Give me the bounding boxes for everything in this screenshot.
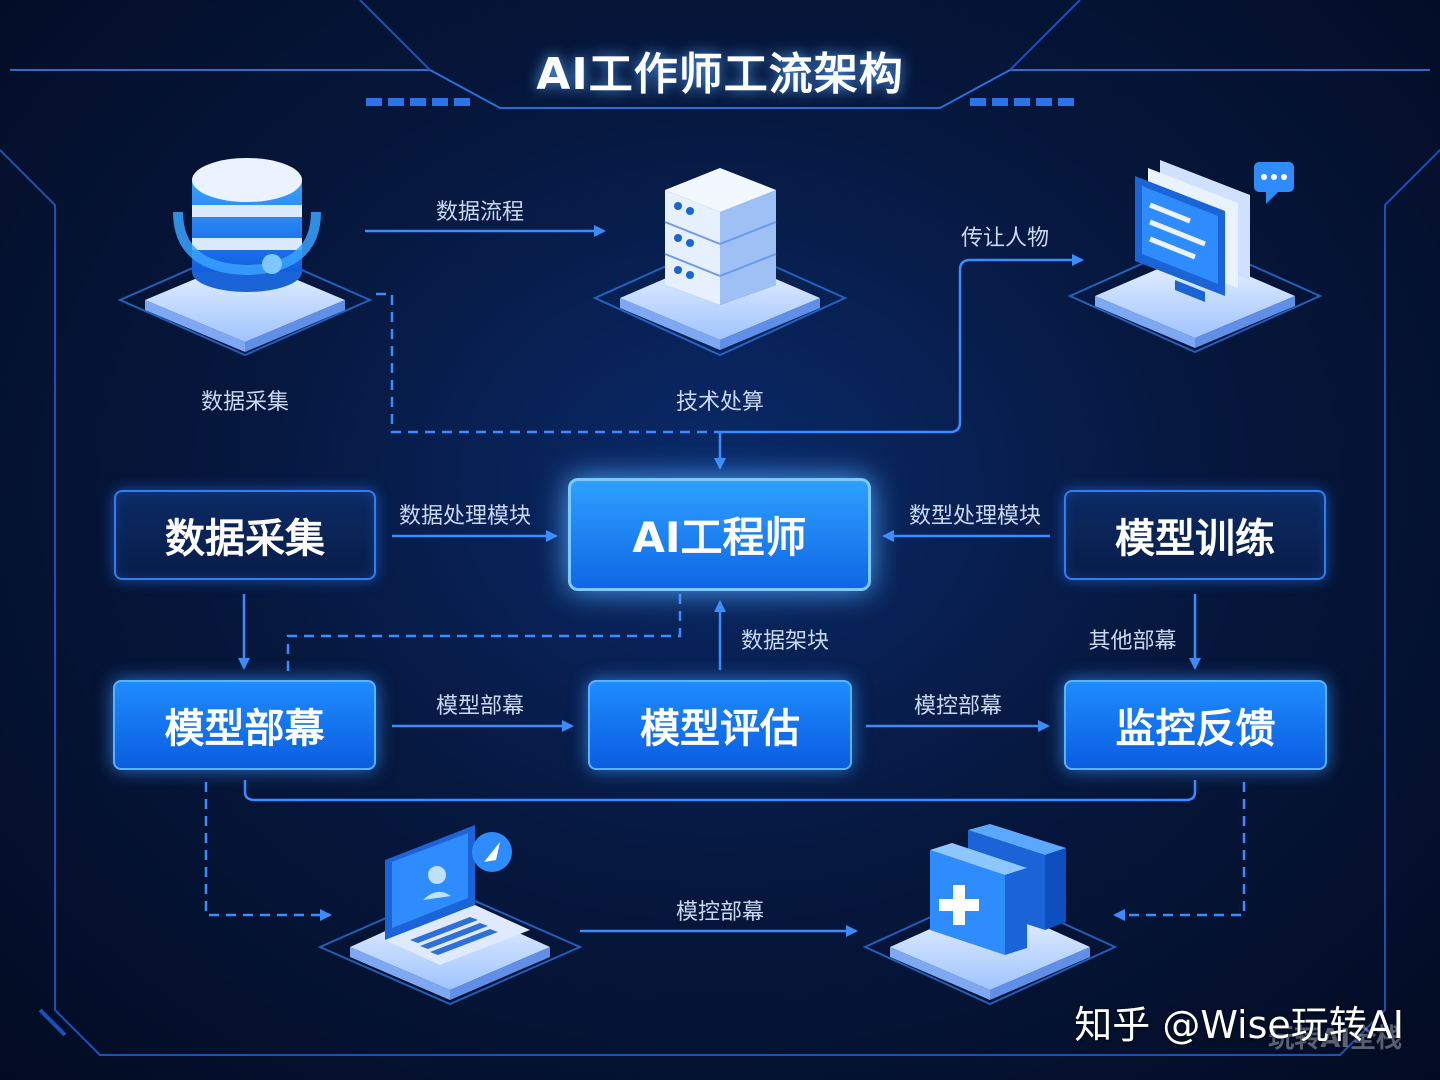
node-data-collect[interactable]: 数据采集 [114, 490, 376, 580]
node-monitor-feedback[interactable]: 监控反馈 [1064, 680, 1327, 770]
page-title: AI工作师工流架构 [536, 49, 904, 100]
other-deploy-label: 其他部幕 [1088, 629, 1177, 654]
watermark-sub: 玩转AI全栈 [1268, 1024, 1402, 1054]
data-flow-label: 数据流程 [435, 200, 524, 225]
bottom-arrow-label: 模控部幕 [675, 900, 764, 925]
dash-db-to-ai [376, 292, 720, 434]
process-module-label: 数据处理模块 [398, 504, 531, 529]
monitor-icon [1067, 160, 1323, 354]
arrow-to-monitor [720, 254, 1084, 434]
monitor-label: 传让人物 [960, 226, 1049, 251]
monitor-deploy-arrow-label: 模控部幕 [913, 694, 1002, 719]
database-label: 数据采集 [200, 390, 289, 415]
dash-monitor-to-kit [1113, 782, 1246, 921]
medical-kit-icon [862, 824, 1118, 1006]
node-model-deploy[interactable]: 模型部幕 [113, 680, 376, 770]
laptop-icon [317, 825, 583, 1006]
watermark: 知乎 @Wise玩转AI [1074, 1003, 1404, 1047]
dash-deploy-to-laptop [204, 782, 332, 921]
server-icon [592, 168, 848, 357]
database-icon [117, 158, 373, 357]
node-model-eval[interactable]: 模型评估 [588, 680, 852, 770]
model-process-label: 数型处理模块 [908, 504, 1041, 529]
node-ai-engineer[interactable]: AI工程师 [568, 478, 871, 591]
dash-ai-to-deploy [286, 594, 682, 672]
node-model-train[interactable]: 模型训练 [1064, 490, 1326, 580]
server-label: 技术处算 [675, 390, 764, 415]
frame-dashes [366, 98, 1074, 106]
data-frame-label: 数据架块 [740, 629, 829, 654]
model-deploy-arrow-label: 模型部幕 [435, 694, 524, 719]
loop-bottom [243, 780, 1197, 802]
